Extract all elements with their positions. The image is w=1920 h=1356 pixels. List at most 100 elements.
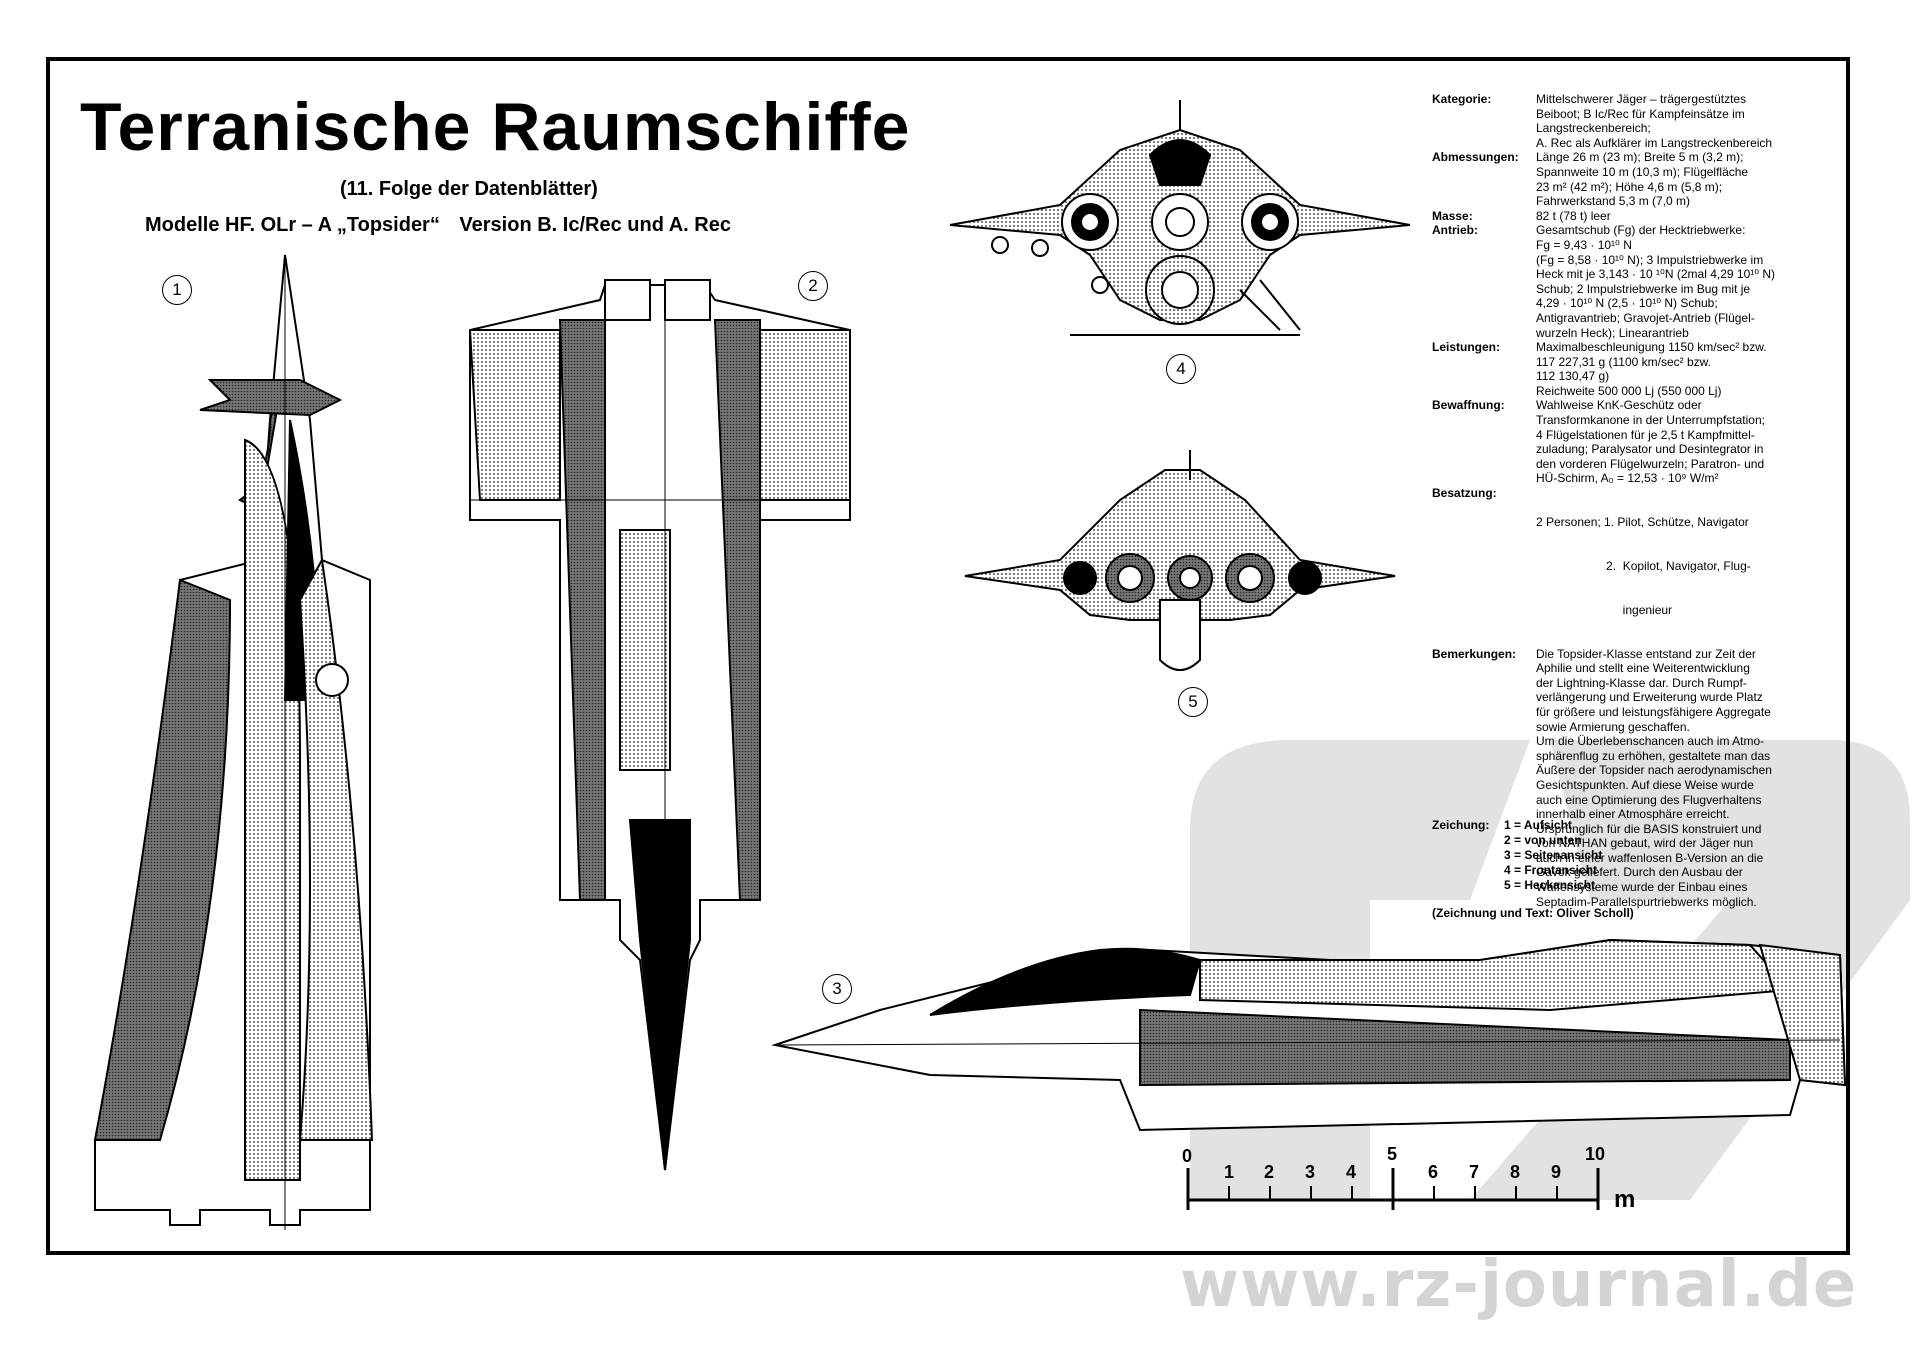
spec-line: Schub; 2 Impulstriebwerke im Bug mit je (1536, 281, 1751, 296)
spec-value: 2 Personen; 1. Pilot, Schütze, Navigator… (1536, 486, 1842, 647)
spec-line: Maximalbeschleunigung 1150 km/sec² bzw. (1536, 340, 1767, 355)
spec-row-antrieb: Antrieb: Gesamtschub (Fg) der Hecktriebw… (1432, 223, 1842, 340)
spec-line: verlängerung und Erweiterung wurde Platz (1536, 690, 1763, 705)
spec-line: Heck mit je 3,143 · 10 ¹⁰N (2mal 4,29 10… (1536, 267, 1776, 282)
spec-line: der Lightning-Klasse dar. Durch Rumpf- (1536, 675, 1747, 690)
scale-label-10: 10 (1585, 1144, 1606, 1164)
spec-line: auch in einer waffenlosen B-Version an d… (1536, 850, 1764, 865)
spec-line: A. Rec als Aufklärer im Langstreckenbere… (1536, 135, 1773, 150)
legend-item: 2 = von unten (1504, 833, 1582, 847)
spec-line: den vorderen Flügelwurzeln; Paratron- un… (1536, 456, 1765, 471)
spec-value: 82 t (78 t) leer (1536, 209, 1842, 224)
spec-label: Kategorie: (1432, 92, 1492, 106)
spec-line: 4,29 · 10¹⁰ N (2,5 · 10¹⁰ N) Schub; (1536, 296, 1718, 311)
scale-label-3: 3 (1305, 1162, 1316, 1182)
models-line: Modelle HF. OLr – A „Topsider“ Version B… (145, 214, 745, 237)
spec-line: Aphilie und stellt eine Weiterentwicklun… (1536, 661, 1750, 676)
spec-line: sowie Armierung geschaffen. (1536, 719, 1690, 734)
legend-item: 1 = Aufsicht (1504, 818, 1572, 832)
spec-line: ingenieur (1536, 602, 1673, 617)
spec-line: HÜ-Schirm, A₀ = 12,53 · 10⁹ W/m² (1536, 471, 1719, 486)
spec-line: 117 227,31 g (1100 km/sec² bzw. (1536, 354, 1711, 369)
sheet-frame (46, 57, 1850, 1255)
spec-line: 4 Flügelstationen für je 2,5 t Kampfmitt… (1536, 427, 1755, 442)
legend-item: 4 = Frontansicht (1504, 863, 1598, 877)
spec-label: Antrieb: (1432, 223, 1478, 238)
credit-line: (Zeichnung und Text: Oliver Scholl) (1432, 906, 1634, 920)
spec-line: Transformkanone in der Unterrumpfstation… (1536, 413, 1765, 428)
model-versions: Version B. Ic/Rec und A. Rec (459, 214, 731, 236)
view-number-1: 1 (162, 275, 192, 305)
spec-row-leistungen: Leistungen: Maximalbeschleunigung 1150 k… (1432, 340, 1842, 398)
spec-line: zuladung; Paralysator und Desintegrator … (1536, 442, 1764, 457)
spec-line: Länge 26 m (23 m); Breite 5 m (3,2 m); (1536, 150, 1744, 165)
legend-item: 3 = Seitenansicht (1504, 848, 1603, 862)
spec-value: Die Topsider-Klasse entstand zur Zeit de… (1536, 647, 1842, 910)
spec-value: Mittelschwerer Jäger – trägergestütztes … (1536, 92, 1842, 150)
spec-line: für größere und leistungsfähigere Aggreg… (1536, 704, 1771, 719)
spec-row-bewaffnung: Bewaffnung: Wahlweise KnK-Geschütz oder … (1432, 398, 1842, 486)
spec-table: Kategorie: Mittelschwerer Jäger – träger… (1432, 92, 1842, 909)
spec-line: Antigravantrieb; Gravojet-Antrieb (Flüge… (1536, 310, 1755, 325)
spec-line: Äußere der Topsider nach aerodynamischen (1536, 763, 1772, 778)
spec-line: Reichweite 500 000 Lj (550 000 Lj) (1536, 383, 1722, 398)
legend-item: 5 = Heckansicht (1504, 878, 1596, 892)
legend-items: 1 = Aufsicht 2 = von unten 3 = Seitenans… (1504, 818, 1602, 893)
legend-header: Zeichung: (1432, 818, 1490, 832)
spec-line: (Fg = 8,58 · 10¹⁰ N); 3 Impulstriebwerke… (1536, 252, 1764, 267)
spec-label: Leistungen: (1432, 340, 1500, 355)
page-title: Terranische Raumschiffe (80, 89, 911, 165)
spec-line: Fg = 9,43 · 10¹⁰ N (1536, 237, 1632, 252)
spec-line: 2 Personen; 1. Pilot, Schütze, Navigator (1536, 515, 1749, 530)
spec-line: Gavök geliefert. Durch den Ausbau der (1536, 865, 1743, 880)
spec-line: wurzeln Heck); Linearantrieb (1536, 325, 1689, 340)
spec-line: Beiboot; B Ic/Rec für Kampfeinsätze im (1536, 106, 1745, 121)
scale-label-5: 5 (1387, 1144, 1398, 1164)
spec-line: Fahrwerkstand 5,3 m (7,0 m) (1536, 194, 1691, 209)
spec-line: Langstreckenbereich; (1536, 121, 1651, 136)
spec-line: auch eine Optimierung des Flugverhaltens (1536, 792, 1762, 807)
scale-label-1: 1 (1224, 1162, 1235, 1182)
scale-label-0: 0 (1182, 1146, 1193, 1166)
spec-line: 2. Kopilot, Navigator, Flug- (1536, 559, 1751, 573)
view-number-2: 2 (798, 271, 828, 301)
scale-label-6: 6 (1428, 1162, 1439, 1182)
spec-label: Bewaffnung: (1432, 398, 1505, 413)
spec-line: 82 t (78 t) leer (1536, 208, 1611, 223)
spec-value: Länge 26 m (23 m); Breite 5 m (3,2 m); S… (1536, 150, 1842, 208)
watermark-url: www.rz-journal.de (1180, 1248, 1858, 1322)
spec-label: Abmessungen: (1432, 150, 1519, 165)
spec-line: Gesamtschub (Fg) der Hecktriebwerke: (1536, 223, 1746, 238)
spec-line: Waffensysteme wurde der Einbau eines (1536, 880, 1748, 895)
spec-label: Masse: (1432, 208, 1473, 223)
spec-label: Bemerkungen: (1432, 646, 1517, 661)
page-subtitle: (11. Folge der Datenblätter) (340, 178, 598, 200)
scale-label-8: 8 (1510, 1162, 1521, 1182)
spec-line: 112 130,47 g) (1536, 369, 1610, 384)
model-designation: Modelle HF. OLr – A „Topsider“ (145, 214, 440, 236)
spec-row-bemerkungen: Bemerkungen: Die Topsider-Klasse entstan… (1432, 647, 1842, 910)
spec-line: innerhalb einer Atmosphäre erreicht. (1536, 807, 1730, 822)
view-number-4: 4 (1166, 354, 1196, 384)
spec-line: Spannweite 10 m (10,3 m); Flügelfläche (1536, 164, 1749, 179)
spec-row-masse: Masse: 82 t (78 t) leer (1432, 209, 1842, 224)
spec-row-besatzung: Besatzung: 2 Personen; 1. Pilot, Schütze… (1432, 486, 1842, 647)
spec-line: Um die Überlebenschancen auch im Atmo- (1536, 734, 1765, 749)
scale-label-9: 9 (1551, 1162, 1562, 1182)
spec-line: sphärenflug zu erhöhen, gestaltete man d… (1536, 748, 1771, 763)
spec-row-kategorie: Kategorie: Mittelschwerer Jäger – träger… (1432, 92, 1842, 150)
spec-value: Gesamtschub (Fg) der Hecktriebwerke: Fg … (1536, 223, 1842, 340)
spec-line: Septadim-Parallelspurtriebwerks möglich. (1536, 894, 1757, 909)
spec-line: Mittelschwerer Jäger – trägergestütztes (1536, 92, 1747, 106)
spec-line: von NATHAN gebaut, wird der Jäger nun (1536, 836, 1754, 851)
scale-label-2: 2 (1264, 1162, 1275, 1182)
spec-line: Die Topsider-Klasse entstand zur Zeit de… (1536, 646, 1756, 661)
spec-value: Wahlweise KnK-Geschütz oder Transformkan… (1536, 398, 1842, 486)
spec-value: Maximalbeschleunigung 1150 km/sec² bzw. … (1536, 340, 1842, 398)
spec-row-abmessungen: Abmessungen: Länge 26 m (23 m); Breite 5… (1432, 150, 1842, 208)
scale-label-4: 4 (1346, 1162, 1357, 1182)
scale-unit: m (1614, 1186, 1636, 1213)
spec-line: Gesichtspunkten. Auf diese Weise wurde (1536, 777, 1754, 792)
view-number-5: 5 (1178, 687, 1208, 717)
view-number-3: 3 (822, 974, 852, 1004)
